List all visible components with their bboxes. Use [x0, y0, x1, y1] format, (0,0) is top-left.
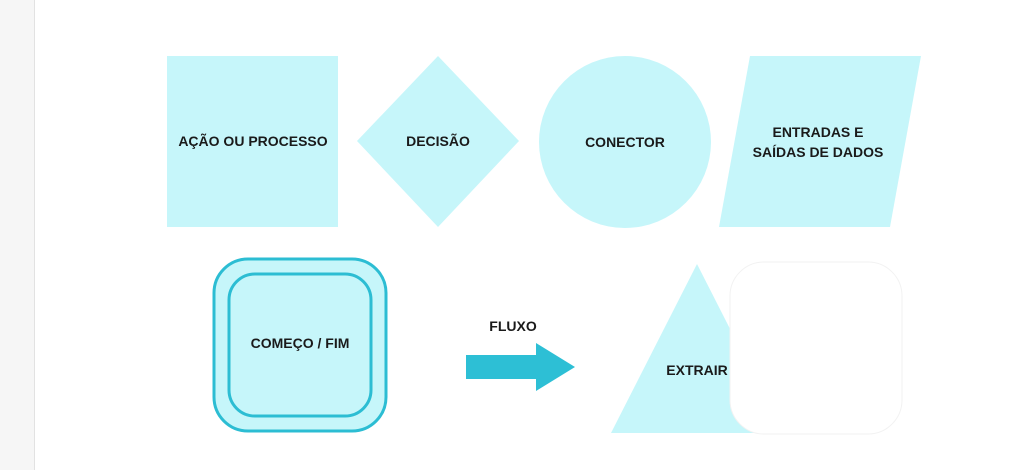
decision-shape[interactable]: DECISÃO: [357, 56, 519, 227]
io-label-line2: SAÍDAS DE DADOS: [753, 144, 884, 160]
decision-diamond: [357, 56, 519, 227]
process-shape[interactable]: AÇÃO OU PROCESSO: [167, 56, 338, 227]
flow-label: FLUXO: [489, 318, 537, 334]
io-label-line1: ENTRADAS E: [772, 124, 863, 140]
flow-arrow: [466, 343, 575, 391]
flow-arrow-group[interactable]: FLUXO: [466, 318, 575, 391]
left-rail: [0, 0, 35, 470]
extract-label: EXTRAIR: [666, 362, 727, 378]
blank-rounded-shape: [729, 261, 903, 435]
terminal-label: COMEÇO / FIM: [251, 335, 350, 351]
decision-label: DECISÃO: [406, 132, 470, 149]
connector-shape[interactable]: CONECTOR: [539, 56, 711, 228]
blank-rounded-rect: [729, 261, 903, 435]
connector-label: CONECTOR: [585, 134, 665, 150]
io-shape[interactable]: ENTRADAS E SAÍDAS DE DADOS: [719, 56, 921, 227]
terminal-inner-rounded-rect: [227, 272, 373, 418]
terminal-shape[interactable]: COMEÇO / FIM: [212, 257, 388, 433]
connector-circle: [539, 56, 711, 228]
io-parallelogram: [719, 56, 921, 227]
process-label: AÇÃO OU PROCESSO: [178, 132, 327, 149]
process-rectangle: [167, 56, 338, 227]
